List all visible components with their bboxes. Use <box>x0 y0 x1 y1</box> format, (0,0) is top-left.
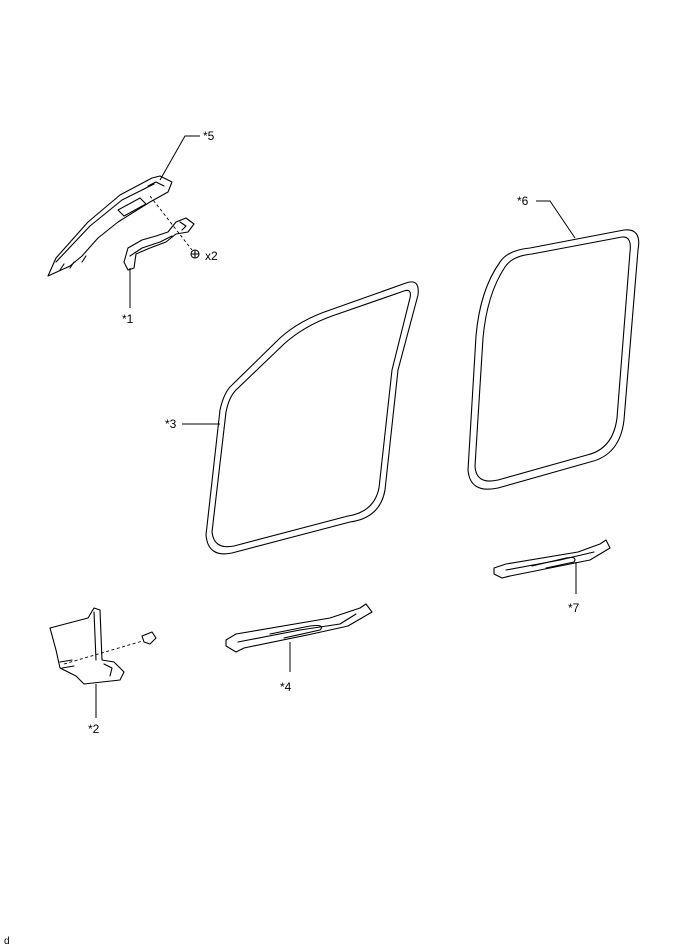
callout-2: *2 <box>88 722 100 736</box>
grip-screw <box>190 249 200 259</box>
corner-mark: d <box>4 936 10 947</box>
leader-line-5 <box>159 135 200 181</box>
trim-clip <box>141 631 157 645</box>
callout-1: *1 <box>122 312 134 326</box>
leader-line-6 <box>536 200 576 239</box>
cowl-side-trim-part <box>49 607 125 685</box>
callout-5: *5 <box>203 129 215 143</box>
grip-fastening-line <box>149 195 193 251</box>
callout-4: *4 <box>280 680 292 694</box>
callout-7: *7 <box>568 601 580 615</box>
rear-scuff-plate-part <box>493 539 611 579</box>
pillar-garnish-part <box>47 175 173 277</box>
front-door-weatherstrip-part <box>205 281 419 555</box>
callout-3: *3 <box>165 417 177 431</box>
quantity-label: x2 <box>205 249 218 263</box>
rear-door-weatherstrip-part <box>467 229 640 490</box>
callout-6: *6 <box>517 194 529 208</box>
assist-grip-part <box>123 217 195 271</box>
front-scuff-plate-part <box>225 603 373 653</box>
